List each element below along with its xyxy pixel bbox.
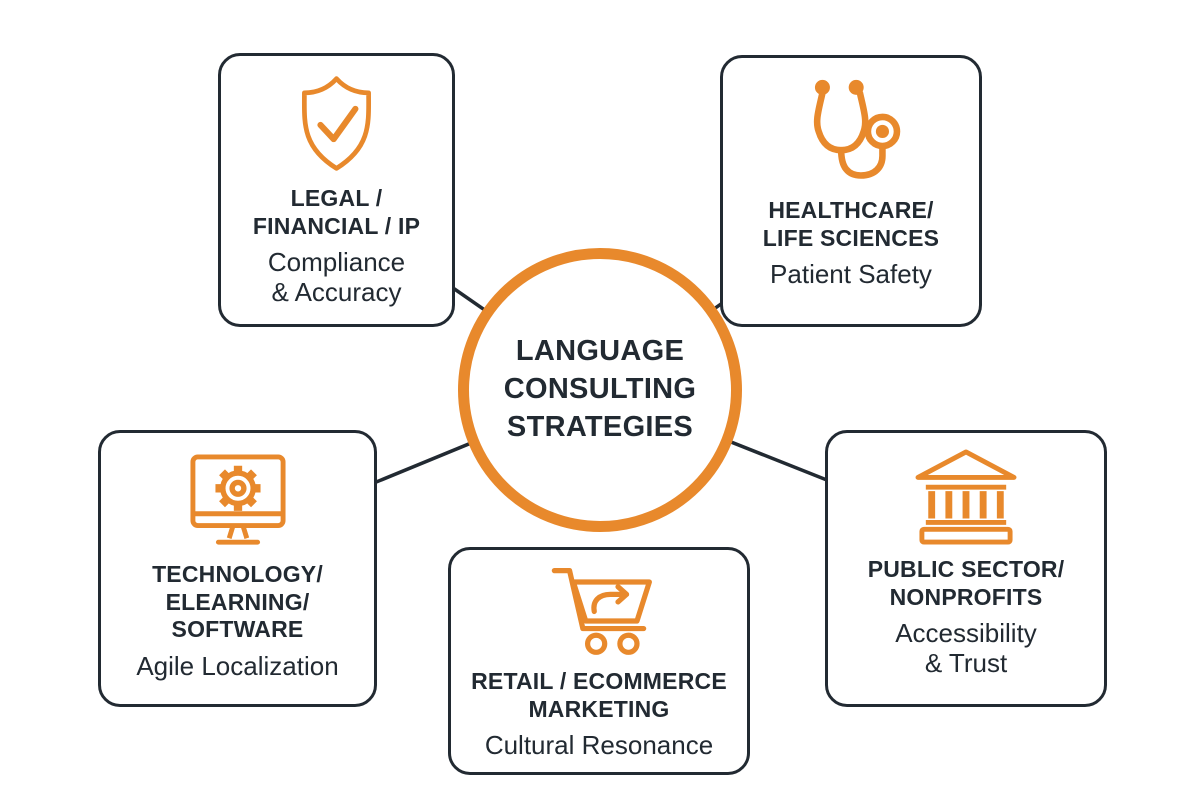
bank-building-icon (912, 448, 1020, 546)
node-title: PUBLIC SECTOR/ NONPROFITS (867, 556, 1065, 610)
shield-check-icon (289, 73, 384, 175)
node-title: LEGAL / FINANCIAL / IP (252, 185, 421, 239)
node-public-sector-nonprofits: PUBLIC SECTOR/ NONPROFITS Accessibility … (825, 430, 1107, 707)
stethoscope-icon (799, 74, 904, 187)
node-subtitle: Cultural Resonance (484, 730, 714, 761)
monitor-gear-icon (179, 453, 297, 551)
node-title: TECHNOLOGY/ ELEARNING/ SOFTWARE (152, 561, 323, 643)
node-healthcare-life-sciences: HEALTHCARE/ LIFE SCIENCES Patient Safety (720, 55, 982, 327)
node-subtitle: Compliance & Accuracy (267, 247, 406, 308)
node-title: HEALTHCARE/ LIFE SCIENCES (762, 197, 940, 251)
node-retail-ecommerce-marketing: RETAIL / ECOMMERCE MARKETING Cultural Re… (448, 547, 750, 775)
center-hub: LANGUAGE CONSULTING STRATEGIES (458, 248, 742, 532)
gear-glyph (214, 465, 261, 511)
node-subtitle: Accessibility & Trust (895, 618, 1037, 679)
diagram-title: LANGUAGE CONSULTING STRATEGIES (503, 335, 697, 443)
shopping-cart-icon (542, 563, 656, 658)
node-legal-financial-ip: LEGAL / FINANCIAL / IP Compliance & Accu… (218, 53, 455, 327)
node-subtitle: Agile Localization (136, 650, 339, 681)
node-technology-elearning-software: TECHNOLOGY/ ELEARNING/ SOFTWARE Agile Lo… (98, 430, 377, 707)
node-subtitle: Patient Safety (770, 259, 932, 290)
node-title: RETAIL / ECOMMERCE MARKETING (471, 668, 727, 722)
